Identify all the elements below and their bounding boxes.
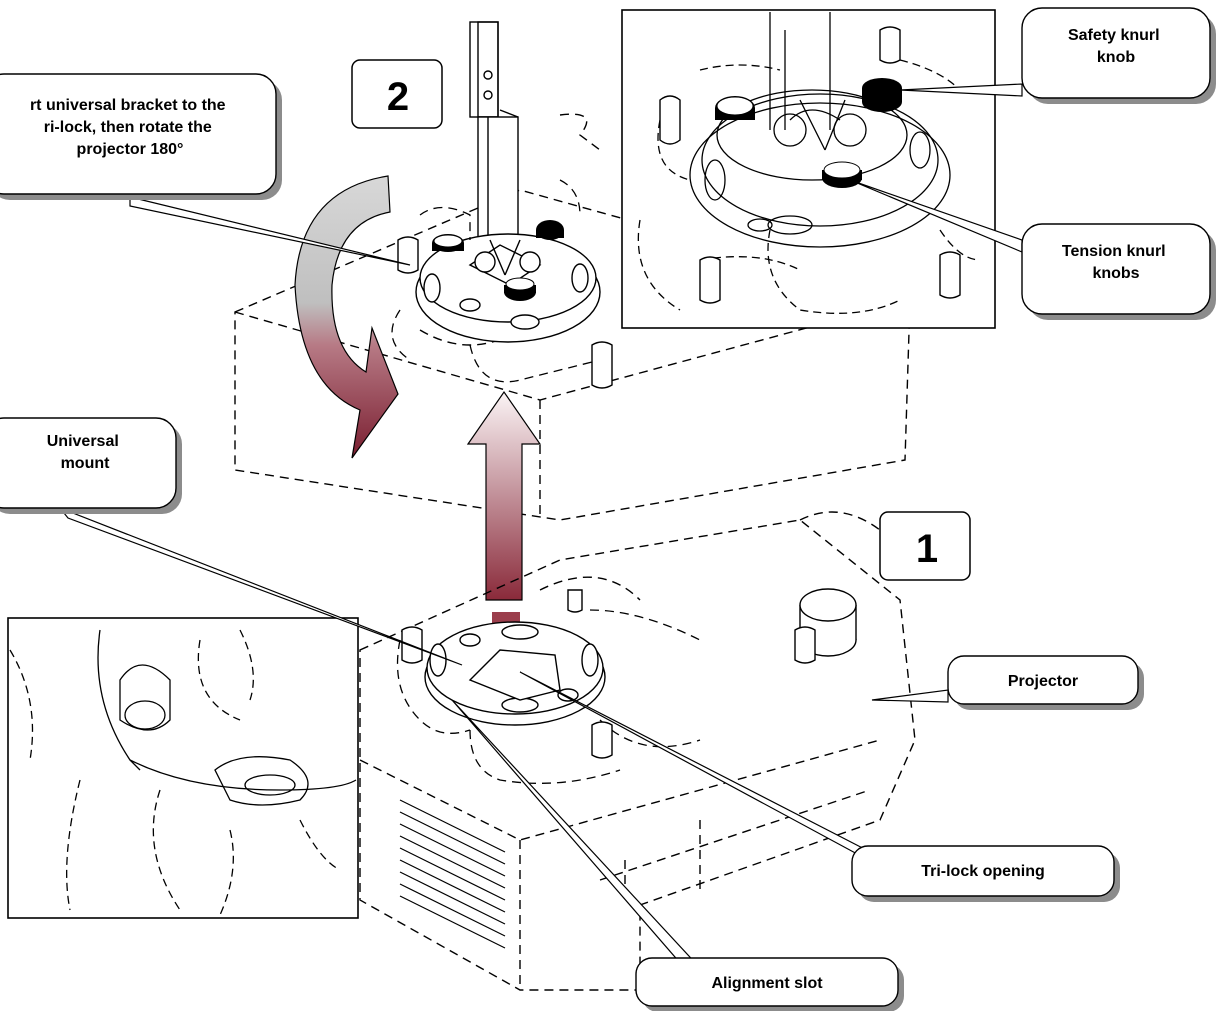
callout-alignment-slot: Alignment slot	[635, 957, 904, 1011]
rotate-180-arrow	[294, 175, 399, 459]
svg-text:Safety knurl knob: Safety knurl knob	[1068, 27, 1164, 66]
callout-universal-mount: Universal mount	[0, 417, 182, 514]
callout-tension-line1: Tension knurl	[1062, 243, 1166, 260]
svg-text:Tension knurl knobs: Tension knurl knobs	[1062, 243, 1170, 282]
callout-step2-line2: ri-lock, then rotate the	[44, 119, 212, 136]
callout-mount-line1: Universal	[47, 433, 119, 450]
lower-mount-legs	[396, 609, 701, 784]
callout-projector-label: Projector	[1008, 673, 1078, 690]
callout-alignment-label: Alignment slot	[711, 975, 823, 992]
callout-mount-line2: mount	[61, 455, 111, 472]
lower-projector-outline	[359, 511, 916, 991]
callout-step2-line3: projector 180°	[77, 141, 184, 158]
step-2-badge: 2	[351, 59, 443, 129]
callout-trilock-opening: Tri-lock opening	[851, 845, 1120, 902]
callout-trilock-label: Tri-lock opening	[921, 863, 1045, 880]
callout-tension-knobs: Tension knurl knobs	[1021, 223, 1216, 320]
upper-mount-legs	[391, 179, 601, 383]
callout-step2-instruction: rt universal bracket to the ri-lock, the…	[0, 73, 282, 200]
callout-step2-line1: rt universal bracket to the	[30, 97, 226, 114]
inset-knobs-detail	[621, 9, 996, 329]
callout-projector: Projector	[947, 655, 1144, 710]
step-2-number: 2	[387, 75, 409, 119]
callout-tension-line2: knobs	[1092, 265, 1139, 282]
upper-knobs	[432, 220, 564, 301]
callout-safety-line1: Safety knurl	[1068, 27, 1160, 44]
step-1-number: 1	[916, 527, 938, 571]
inset-alignment-detail	[7, 617, 359, 919]
mount-pole	[469, 21, 519, 243]
svg-text:Universal mount: Universal mount	[47, 433, 124, 472]
svg-text:rt universal bracket to the: rt universal bracket to the ri-lock, the…	[30, 97, 230, 158]
universal-mount-plate	[424, 621, 606, 726]
projector-vent-grille	[399, 799, 506, 949]
callout-leader-lines	[58, 83, 1023, 973]
callout-safety-line2: knob	[1097, 49, 1135, 66]
callout-safety-knob: Safety knurl knob	[1021, 7, 1216, 104]
step-1-badge: 1	[879, 511, 971, 581]
lower-stand-feet	[401, 589, 816, 759]
